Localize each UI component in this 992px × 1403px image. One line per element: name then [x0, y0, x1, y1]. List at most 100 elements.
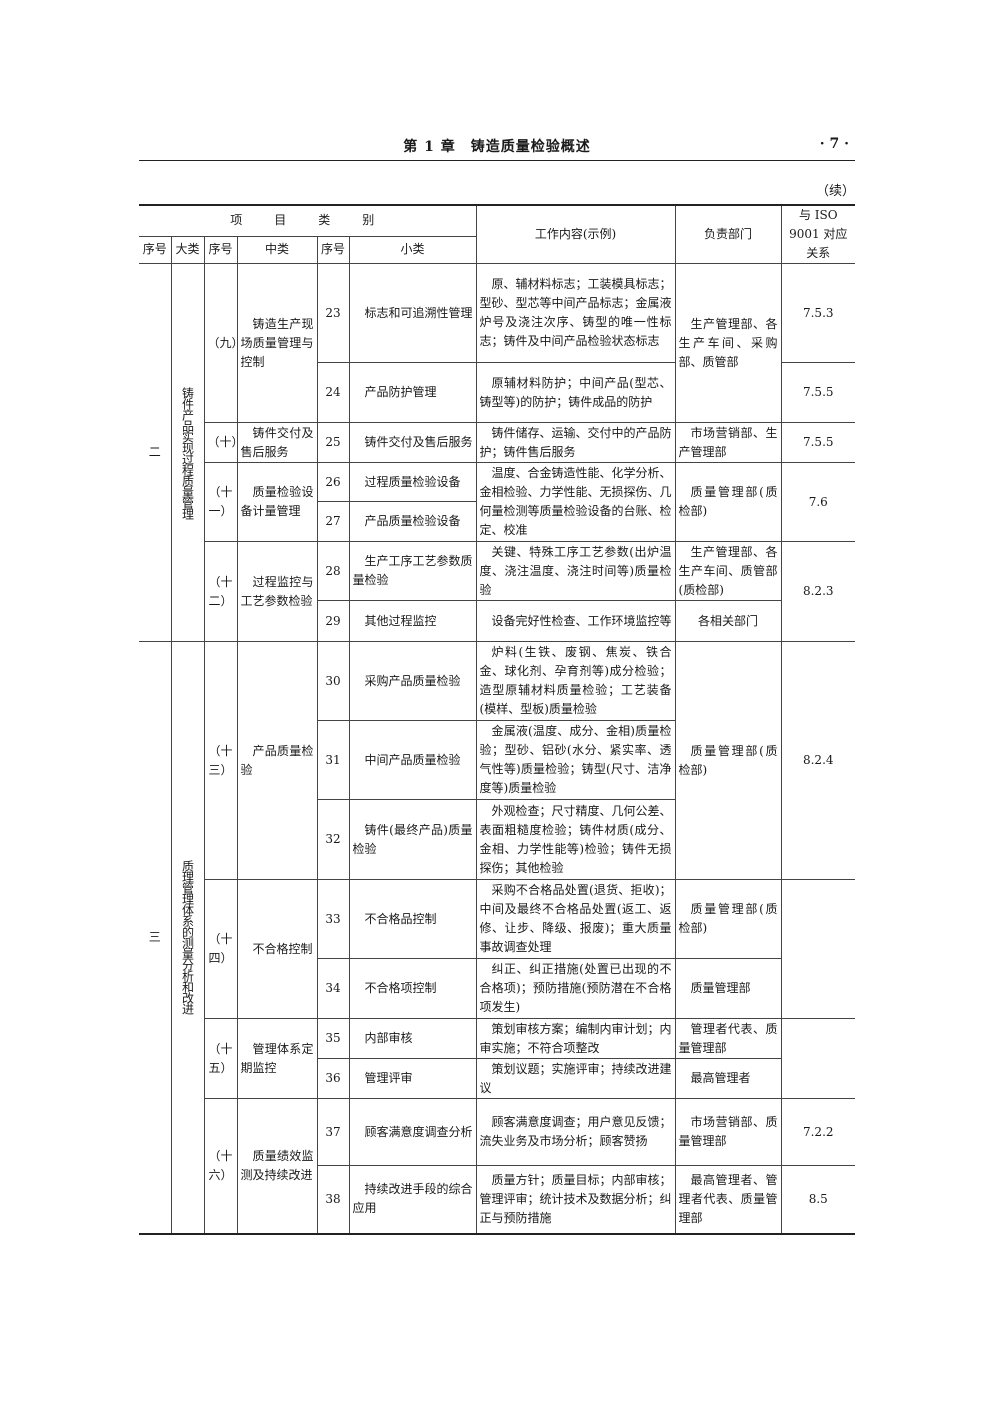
- row-work: 金属液(温度、成分、金相)质量检验；型砂、铝砂(水分、紧实率、透气性等)质量检验…: [475, 720, 676, 800]
- row-iso: 8.2.3: [780, 541, 856, 642]
- row-no: 27: [317, 501, 350, 542]
- row-work: 原、辅材料标志；工装模具标志；型砂、型芯等中间产品标志；金属液炉号及浇注次序、铸…: [475, 263, 676, 363]
- row-no: 29: [317, 600, 350, 642]
- row-dept: 质量管理部: [674, 958, 782, 1019]
- row-iso: 7.6: [780, 462, 856, 542]
- mid-seq: （十二）: [204, 541, 238, 642]
- table-row: 31 中间产品质量检验 金属液(温度、成分、金相)质量检验；型砂、铝砂(水分、紧…: [139, 720, 855, 800]
- row-no: 34: [317, 958, 350, 1019]
- row-work: 外观检查；尺寸精度、几何公差、表面粗糙度检验；铸件材质(成分、金相、力学性能等)…: [475, 799, 676, 880]
- table-row: （十五） 管理体系定期监控 35 内部审核 策划审核方案；编制内审计划；内审实施…: [139, 1018, 856, 1099]
- row-no: 33: [316, 879, 350, 959]
- row-sub: 顾客满意度调查分析: [348, 1098, 477, 1166]
- group-major: 铸件产品实现过程质量管理: [170, 263, 205, 642]
- row-sub: 内部审核: [348, 1018, 477, 1059]
- mid-seq: （十）: [204, 422, 238, 463]
- row-work: 炉料(生铁、废钢、焦炭、铁合金、球化剂、孕育剂等)成分检验；造型原辅材料质量检验…: [475, 641, 676, 721]
- mid-name: 不合格控制: [236, 879, 318, 1019]
- table-row: 27 产品质量检验设备: [139, 501, 855, 542]
- row-work: 纠正、纠正措施(处置已出现的不合格项)；预防措施(预防潜在不合格项发生): [475, 958, 676, 1019]
- row-sub: 铸件(最终产品)质量检验: [348, 799, 477, 880]
- row-dept: 最高管理者、管理者代表、质量管理部: [674, 1165, 782, 1234]
- continued-label: （续）: [815, 184, 855, 199]
- row-work: 设备完好性检查、工作环境监控等: [475, 600, 676, 642]
- mid-name: 铸造生产现场质量管理与控制: [236, 263, 318, 423]
- table-row: （十） 铸件交付及售后服务 25 铸件交付及售后服务 铸件储存、运输、交付中的产…: [139, 422, 856, 463]
- group-major: 质理管理体系的测量分析和改进: [170, 641, 205, 1234]
- row-sub: 其他过程监控: [348, 600, 477, 642]
- project-category-header: 项 目 类 别: [139, 204, 477, 237]
- table-row: 32 铸件(最终产品)质量检验 外观检查；尺寸精度、几何公差、表面粗糙度检验；铸…: [139, 799, 855, 880]
- row-sub: 过程质量检验设备: [348, 462, 477, 502]
- row-iso: 7.5.5: [780, 362, 856, 423]
- row-no: 24: [317, 362, 350, 423]
- row-no: 32: [317, 799, 350, 880]
- row-no: 37: [316, 1098, 350, 1166]
- sub-seq-header: 序号: [316, 235, 350, 265]
- row-work: 采购不合格品处置(退货、拒收)；中间及最终不合格品处置(返工、返修、让步、降级、…: [475, 879, 676, 959]
- row-sub: 标志和可追溯性管理: [348, 263, 477, 363]
- mid-seq: （十六）: [204, 1098, 238, 1234]
- row-sub: 管理评审: [348, 1058, 477, 1099]
- row-sub: 不合格品控制: [348, 879, 477, 959]
- group-seq: 三: [139, 641, 172, 1234]
- row-no: 31: [317, 720, 350, 800]
- row-no: 38: [317, 1165, 350, 1234]
- row-sub: 铸件交付及售后服务: [348, 422, 477, 463]
- mid-name: 铸件交付及售后服务: [236, 422, 318, 463]
- row-iso-empty: [780, 879, 856, 1019]
- row-sub: 生产工序工艺参数质量检验: [348, 541, 477, 601]
- row-dept: 最高管理者: [674, 1058, 782, 1099]
- row-work: 关键、特殊工序工艺参数(出炉温度、浇注温度、浇注时间等)质量检验: [475, 541, 676, 601]
- table-row: 36 管理评审 策划议题；实施评审；持续改进建议 最高管理者: [139, 1058, 855, 1099]
- major-header: 大类: [170, 235, 205, 265]
- row-sub: 中间产品质量检验: [348, 720, 477, 800]
- mid-seq: （十四）: [204, 879, 238, 1019]
- row-iso-empty: [780, 1018, 856, 1099]
- row-iso: 7.5.5: [780, 422, 856, 463]
- table-row: 38 持续改进手段的综合应用 质量方针；质量目标；内部审核；管理评审；统计技术及…: [139, 1165, 856, 1234]
- page-header: 第 1 章 铸造质量检验概述 · 7 ·: [139, 130, 855, 161]
- mid-header: 中类: [236, 235, 318, 265]
- row-work: 策划审核方案；编制内审计划；内审实施；不符合项整改: [475, 1018, 676, 1059]
- mid-name: 管理体系定期监控: [236, 1018, 318, 1099]
- mid-name: 过程监控与工艺参数检验: [236, 541, 318, 642]
- header-row-1: 项 目 类 别 工作内容(示例) 负责部门 与 ISO 9001 对应关系: [139, 204, 856, 264]
- row-dept: 质量管理部(质检部): [674, 879, 782, 959]
- page-number: · 7 ·: [819, 136, 849, 152]
- table-row: （十一） 质量检验设备计量管理 26 过程质量检验设备 温度、合金铸造性能、化学…: [139, 462, 856, 542]
- row-iso: 7.5.3: [780, 263, 856, 363]
- group-seq: 二: [139, 263, 172, 642]
- chapter-title: 第 1 章 铸造质量检验概述: [403, 139, 591, 155]
- row-dept: 生产管理部、各生产车间、质管部(质检部): [674, 541, 782, 601]
- row-sub: 采购产品质量检验: [348, 641, 477, 721]
- iso-header: 与 ISO 9001 对应关系: [780, 204, 856, 264]
- row-sub: 持续改进手段的综合应用: [348, 1165, 477, 1234]
- row-no: 26: [316, 462, 350, 502]
- row-no: 23: [316, 263, 350, 363]
- row-no: 30: [316, 641, 350, 721]
- row-dept: 生产管理部、各生产车间、采购部、质管部: [674, 263, 782, 423]
- row-work: 质量方针；质量目标；内部审核；管理评审；统计技术及数据分析；纠正与预防措施: [475, 1165, 676, 1234]
- table-row: （十二） 过程监控与工艺参数检验 28 生产工序工艺参数质量检验 关键、特殊工序…: [139, 541, 856, 642]
- mid-seq: （九）: [203, 263, 238, 423]
- row-sub: 不合格项控制: [348, 958, 477, 1019]
- row-dept: 市场营销部、质量管理部: [674, 1098, 782, 1166]
- table-row: 二 铸件产品实现过程质量管理 （九） 铸造生产现场质量管理与控制 23 标志和可…: [139, 263, 856, 642]
- row-sub: 产品防护管理: [348, 362, 477, 423]
- table-row: 24 产品防护管理 原辅材料防护；中间产品(型芯、铸型等)的防护；铸件成品的防护…: [139, 362, 856, 423]
- row-iso: 8.5: [780, 1165, 856, 1234]
- row-work: 顾客满意度调查；用户意见反馈；流失业务及市场分析；顾客赞扬: [475, 1098, 676, 1166]
- row-work: 策划议题；实施评审；持续改进建议: [475, 1058, 676, 1099]
- row-no: 35: [316, 1018, 350, 1059]
- row-no: 25: [316, 422, 350, 463]
- row-iso: 8.2.4: [780, 641, 856, 880]
- row-dept: 管理者代表、质量管理部: [674, 1018, 782, 1059]
- row-no: 36: [317, 1058, 350, 1099]
- table-row: （十六） 质量绩效监测及持续改进 37 顾客满意度调查分析 顾客满意度调查；用户…: [139, 1098, 856, 1234]
- sub-header: 小类: [348, 235, 477, 265]
- table-row: 三 质理管理体系的测量分析和改进 （十三） 产品质量检验 30 采购产品质量检验…: [139, 641, 856, 1234]
- mid-name: 产品质量检验: [236, 641, 318, 880]
- row-no: 28: [316, 541, 350, 601]
- header-row-2: 序号 大类 序号 中类 序号 小类: [139, 235, 855, 265]
